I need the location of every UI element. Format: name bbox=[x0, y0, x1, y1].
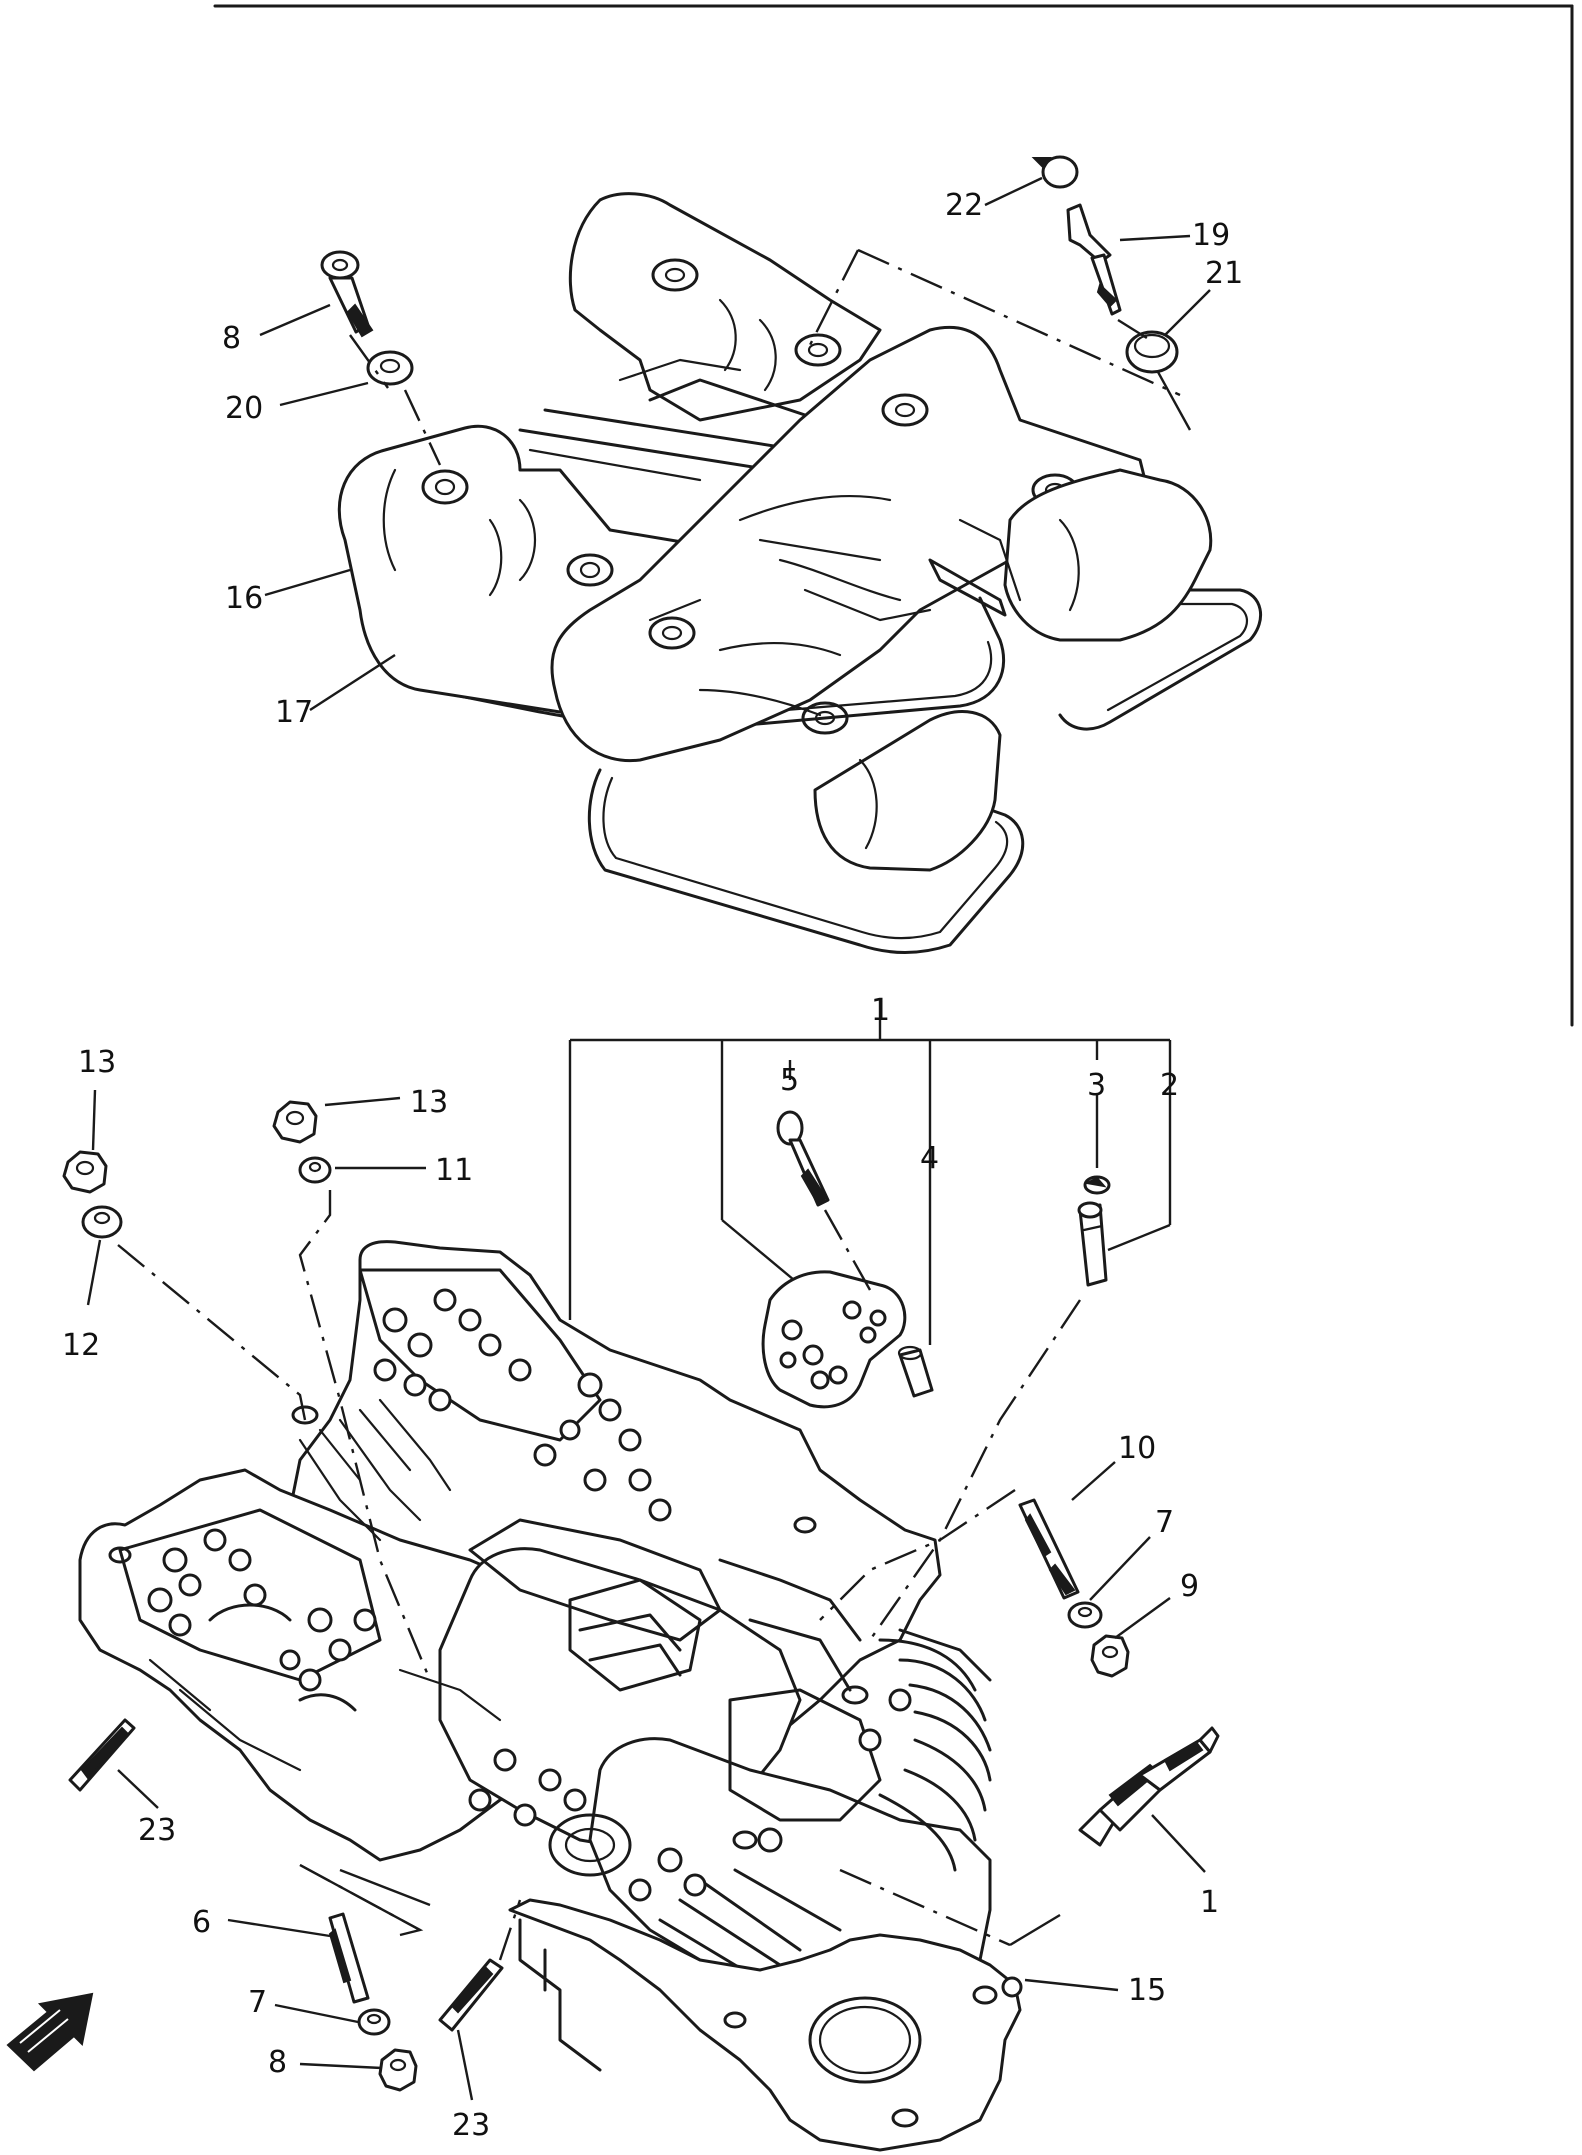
callout-22: 22 bbox=[945, 188, 983, 223]
page-frame bbox=[213, 4, 1574, 1027]
rocker-arm bbox=[761, 1270, 907, 1409]
valve-parts-bracket bbox=[568, 1000, 1172, 1345]
stud-23-bottom bbox=[438, 1958, 504, 2032]
intake-ports bbox=[468, 1518, 862, 1692]
stud-6 bbox=[328, 1912, 370, 2004]
valve-parts bbox=[761, 1110, 1111, 1409]
callout-10: 10 bbox=[1118, 1431, 1156, 1466]
gasket-right bbox=[1058, 588, 1262, 731]
cooling-fins bbox=[658, 1628, 992, 1982]
callout-5: 5 bbox=[780, 1063, 799, 1098]
washer-11 bbox=[298, 1156, 332, 1184]
stud-23-left bbox=[68, 1718, 136, 1792]
upper-callouts: 22 19 21 8 20 16 17 bbox=[222, 188, 1243, 730]
callout-1-spark-plug: 1 bbox=[1200, 1885, 1219, 1920]
clip-3 bbox=[1083, 1175, 1111, 1195]
nut-13-right bbox=[272, 1100, 318, 1144]
cover-right-front bbox=[1003, 468, 1213, 642]
lower-leaders bbox=[86, 1089, 1206, 2101]
callout-8-upper: 8 bbox=[222, 321, 241, 356]
nut-8-left bbox=[378, 2048, 418, 2092]
base-gasket-15 bbox=[508, 1898, 1023, 2152]
callout-3: 3 bbox=[1087, 1068, 1106, 1103]
screw-5 bbox=[776, 1110, 830, 1207]
callout-7-right: 7 bbox=[1155, 1505, 1174, 1540]
callout-17: 17 bbox=[275, 695, 313, 730]
callout-11: 11 bbox=[435, 1153, 473, 1188]
grommet-21 bbox=[1125, 330, 1179, 374]
spark-plug bbox=[1078, 1726, 1220, 1847]
callout-7-left: 7 bbox=[248, 1985, 267, 2020]
cap-22 bbox=[1031, 155, 1079, 189]
callout-2: 2 bbox=[1160, 1068, 1179, 1103]
upper-small-parts bbox=[320, 155, 1192, 466]
lower-small-parts bbox=[62, 1100, 1220, 2092]
stud-10 bbox=[1018, 1498, 1080, 1600]
callout-23-left: 23 bbox=[138, 1813, 176, 1848]
cylinder-head bbox=[78, 1240, 1023, 2152]
callout-19: 19 bbox=[1192, 218, 1230, 253]
nut-9 bbox=[1090, 1634, 1130, 1678]
front-direction-arrow-icon bbox=[6, 1992, 94, 2072]
rocker-bay-rear bbox=[358, 1268, 672, 1522]
callout-20: 20 bbox=[225, 391, 263, 426]
washer-7-left bbox=[357, 2008, 391, 2036]
bolt-8-upper bbox=[320, 250, 374, 338]
washer-12 bbox=[81, 1205, 123, 1239]
pin-4 bbox=[897, 1345, 934, 1398]
callout-9: 9 bbox=[1180, 1569, 1199, 1604]
gasket-front bbox=[587, 768, 1025, 954]
callout-13-right: 13 bbox=[410, 1085, 448, 1120]
callout-15: 15 bbox=[1128, 1973, 1166, 2008]
lower-phantom-lines bbox=[117, 1190, 1081, 1961]
callout-13-left: 13 bbox=[78, 1045, 116, 1080]
callout-4: 4 bbox=[920, 1141, 939, 1176]
rocker-bay-left bbox=[118, 1508, 382, 1712]
chamber-right bbox=[468, 1688, 912, 1902]
stud-19 bbox=[1066, 203, 1122, 316]
callout-12: 12 bbox=[62, 1328, 100, 1363]
washer-7-right bbox=[1067, 1601, 1103, 1629]
head-holes bbox=[108, 1398, 869, 1850]
washer-20 bbox=[366, 350, 414, 386]
callout-21: 21 bbox=[1205, 256, 1243, 291]
head-cover-assembly bbox=[337, 192, 1262, 954]
callout-8-left: 8 bbox=[268, 2045, 287, 2080]
callout-6: 6 bbox=[192, 1905, 211, 1940]
nut-13-left bbox=[62, 1150, 108, 1194]
callout-23-bottom: 23 bbox=[452, 2108, 490, 2143]
upper-leaders bbox=[259, 176, 1211, 712]
lower-callouts: 1 5 3 2 4 13 13 11 12 10 7 9 23 1 6 7 15… bbox=[62, 993, 1219, 2143]
callout-16: 16 bbox=[225, 581, 263, 616]
callout-1-valve-set: 1 bbox=[871, 993, 890, 1028]
guide-2 bbox=[1077, 1201, 1108, 1287]
cover-center-front bbox=[813, 710, 1002, 872]
cover-center bbox=[550, 325, 1152, 763]
